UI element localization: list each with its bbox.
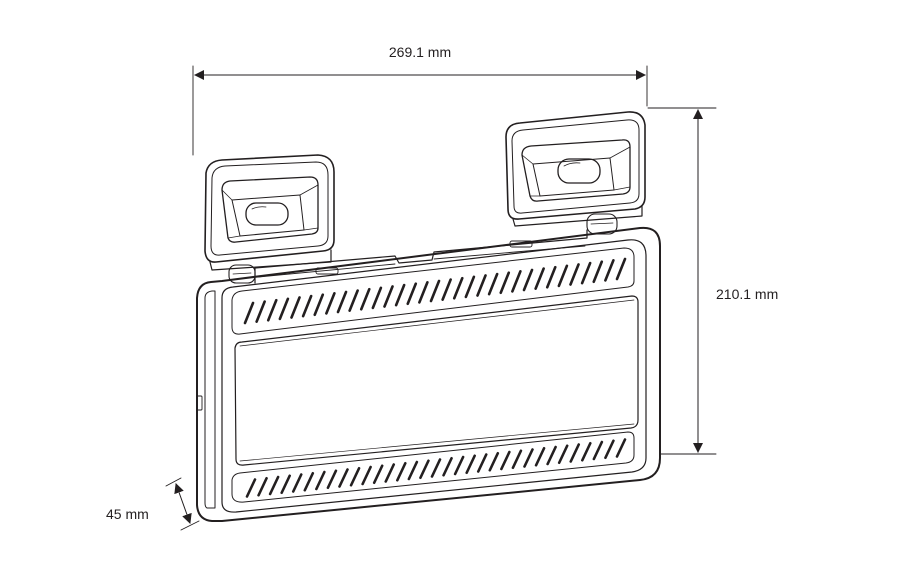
- width-dimension: 269.1 mm: [192, 44, 648, 156]
- vent-slot: [453, 455, 465, 476]
- vent-slot: [291, 473, 303, 493]
- vent-slot: [257, 476, 268, 497]
- vent-slot: [280, 474, 291, 495]
- sign-window: [234, 295, 639, 466]
- vent-slot: [407, 460, 419, 481]
- vent-slot: [336, 290, 348, 314]
- vent-slot: [394, 283, 406, 307]
- vent-slot: [452, 276, 464, 300]
- right-lamp-lens: [557, 158, 601, 184]
- left-lamp-lens: [245, 202, 289, 226]
- right-reflector: [521, 139, 631, 202]
- vent-slot: [592, 440, 604, 461]
- housing-outline: [196, 226, 661, 522]
- vent-slot: [313, 293, 325, 317]
- vent-slot: [487, 272, 499, 296]
- bottom-vent-slots: [245, 438, 627, 498]
- vent-slot: [349, 466, 361, 487]
- width-label: 269.1 mm: [389, 44, 451, 60]
- vent-slot: [406, 282, 418, 306]
- vent-slot: [301, 294, 313, 318]
- depth-extension-line-1: [165, 477, 182, 487]
- side-button: [196, 395, 203, 411]
- main-housing: [196, 226, 661, 522]
- vent-slot: [338, 468, 349, 488]
- vent-slot: [569, 443, 581, 463]
- vent-slot: [557, 444, 569, 465]
- vent-slot: [465, 454, 476, 475]
- vent-slot: [546, 445, 557, 466]
- right-hinge: [586, 213, 618, 235]
- right-lamp-head: [505, 111, 646, 235]
- vent-slot: [511, 270, 522, 293]
- vent-slot: [372, 464, 384, 485]
- vent-slot: [348, 289, 359, 312]
- vent-slot: [418, 281, 429, 304]
- vent-slot: [266, 298, 278, 322]
- vent-slot: [592, 260, 604, 284]
- vent-slot: [464, 275, 476, 299]
- vent-slot: [326, 469, 338, 490]
- vent-slot: [581, 441, 592, 462]
- vent-slot: [430, 458, 442, 478]
- vent-slot: [255, 300, 266, 323]
- top-vent-slots: [243, 257, 627, 325]
- vent-slot: [359, 287, 371, 311]
- vent-slot: [569, 263, 580, 286]
- vent-slot: [371, 286, 383, 310]
- vent-slot: [243, 301, 255, 325]
- side-edge: [204, 290, 216, 509]
- height-label: 210.1 mm: [716, 286, 778, 302]
- vent-slot: [383, 285, 394, 308]
- vent-slot: [476, 453, 488, 473]
- vent-slot: [396, 461, 407, 482]
- vent-slot: [384, 463, 396, 483]
- vent-slot: [441, 278, 452, 301]
- vent-slot: [278, 297, 290, 321]
- vent-slot: [604, 259, 615, 282]
- vent-slot: [442, 456, 453, 477]
- vent-slot: [534, 267, 545, 290]
- vent-slot: [499, 271, 511, 295]
- vent-slot: [557, 264, 569, 288]
- left-lamp-head: [204, 154, 335, 284]
- front-panel: [221, 239, 647, 513]
- vent-slot: [604, 439, 615, 460]
- vent-slot: [488, 451, 500, 472]
- left-reflector: [221, 176, 319, 243]
- vent-slot: [580, 261, 592, 285]
- vent-slot: [361, 465, 372, 486]
- vent-slot: [511, 449, 523, 470]
- vent-slot: [523, 448, 534, 468]
- depth-label: 45 mm: [106, 506, 149, 522]
- vent-slot: [615, 257, 627, 281]
- height-dimension: 210.1 mm: [647, 107, 778, 455]
- vent-slot: [245, 478, 257, 498]
- vent-slot: [615, 438, 627, 458]
- depth-dimension: 45 mm: [106, 477, 200, 531]
- vent-slot: [419, 459, 430, 480]
- depth-arrow-line: [174, 483, 192, 524]
- vent-slot: [429, 279, 441, 303]
- vent-slot: [476, 274, 487, 297]
- vent-slot: [315, 470, 326, 491]
- vent-slot: [303, 471, 315, 492]
- vent-slot: [268, 475, 280, 496]
- vent-slot: [522, 268, 534, 292]
- vent-slot: [290, 296, 301, 319]
- vent-slot: [500, 450, 511, 471]
- depth-extension-line-2: [180, 520, 200, 531]
- vent-slot: [534, 446, 546, 467]
- vent-slot: [545, 265, 557, 289]
- vent-slot: [325, 292, 336, 315]
